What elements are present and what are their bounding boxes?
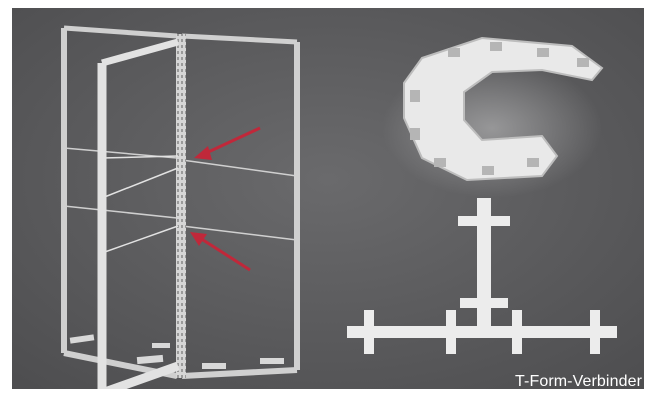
- center-post: [176, 34, 186, 378]
- caption: T-Form-Verbinder: [515, 373, 642, 391]
- product-photo: [12, 8, 644, 389]
- scene-illustration: [12, 8, 644, 389]
